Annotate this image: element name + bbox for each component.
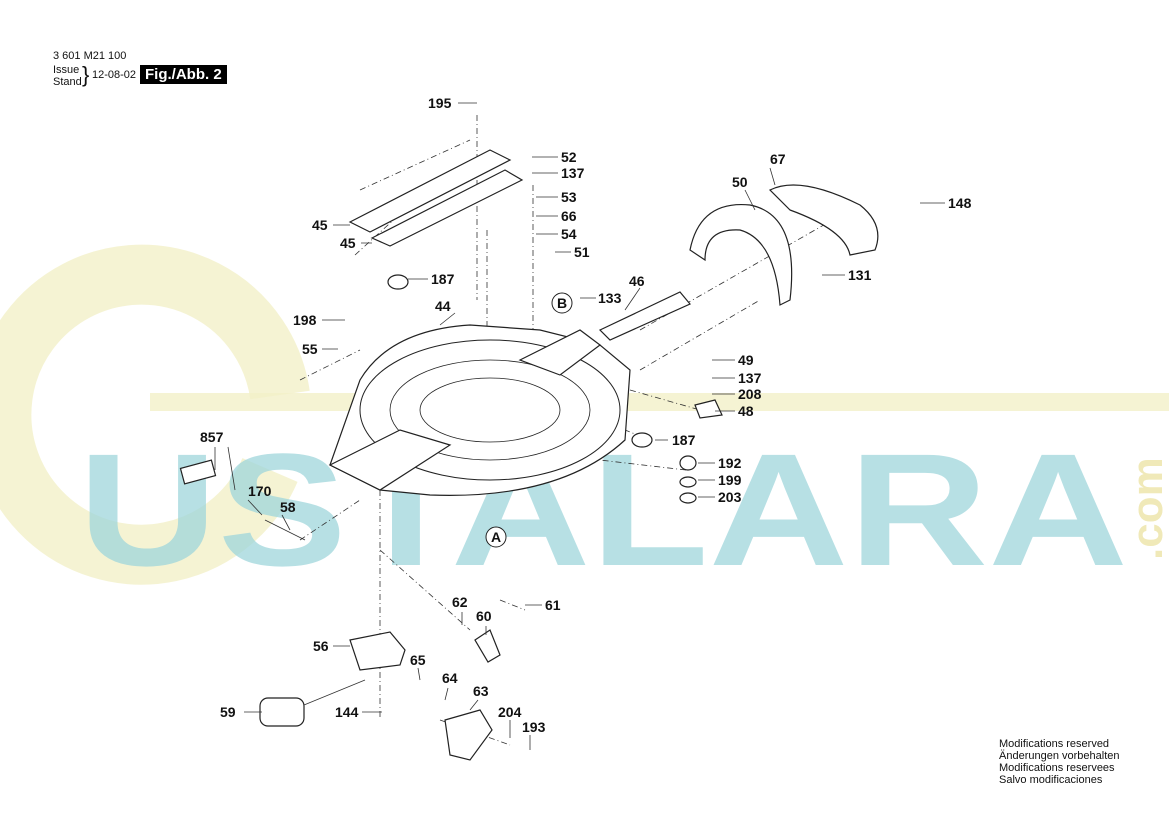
part-label: 59 [220,704,236,720]
part-label: 195 [428,95,452,111]
part-label: 55 [302,341,318,357]
svg-text:A: A [491,529,501,545]
part-label: 192 [718,455,742,471]
part-label: 203 [718,489,742,505]
part-label: 45 [312,217,328,233]
part-label: 137 [561,165,585,181]
part-label: 54 [561,226,577,242]
svg-text:B: B [557,295,567,311]
part-label: 131 [848,267,872,283]
knob [179,459,217,485]
part-label: 187 [672,432,696,448]
part-number: 3 601 M21 100 [53,50,127,62]
part-label: 204 [498,704,522,720]
callout-a: A [485,526,507,548]
part-labels: 195 52 137 53 66 54 51 45 45 187 44 133 … [200,95,972,735]
part-label: 170 [248,483,272,499]
part-label: 61 [545,597,561,613]
part-label: 198 [293,312,317,328]
part-label: 133 [598,290,622,306]
issue-label: Issue [53,64,80,76]
brace: } [82,62,90,87]
stand-label: Stand [53,76,82,88]
part-label: 148 [948,195,972,211]
bracket [349,631,406,671]
part-label: 53 [561,189,577,205]
part-label: 187 [431,271,455,287]
part-label: 49 [738,352,754,368]
part-label: 45 [340,235,356,251]
part-label: 48 [738,403,754,419]
fence-rails [348,149,524,247]
lever [474,629,501,663]
part-label: 58 [280,499,296,515]
part-label: 857 [200,429,224,445]
latch-housing [444,709,493,761]
part-label: 44 [435,298,451,314]
part-label: 50 [732,174,748,190]
watermark-suffix: .com [1123,457,1169,560]
part-label: 193 [522,719,546,735]
modifications-en: Modifications reserved [999,738,1110,750]
part-label: 56 [313,638,329,654]
part-label: 66 [561,208,577,224]
modifications-fr: Modifications reservees [999,762,1115,774]
leader-lines [214,102,945,750]
watermark-arc [0,244,310,585]
part-label: 137 [738,370,762,386]
blade-guard [689,184,879,306]
washers [387,274,697,504]
part-label: 51 [574,244,590,260]
callout-b: B [551,292,573,314]
pin [264,519,306,541]
part-label: 208 [738,386,762,402]
issue-date: 12-08-02 [92,69,137,81]
clamp-plate [694,399,723,419]
rod [598,291,691,341]
part-label: 199 [718,472,742,488]
part-label: 63 [473,683,489,699]
part-label: 64 [442,670,458,686]
part-label: 46 [629,273,645,289]
turntable-base [328,324,631,496]
part-label: 65 [410,652,426,668]
modifications-de: Änderungen vorbehalten [999,750,1120,762]
part-label: 67 [770,151,786,167]
part-label: 62 [452,594,468,610]
modifications-notice: Modifications reserved Änderungen vorbeh… [999,738,1119,786]
part-label: 52 [561,149,577,165]
part-label: 144 [335,704,359,720]
part-label: 60 [476,608,492,624]
modifications-es: Salvo modificaciones [999,774,1103,786]
figure-label: Fig./Abb. 2 [140,65,227,84]
